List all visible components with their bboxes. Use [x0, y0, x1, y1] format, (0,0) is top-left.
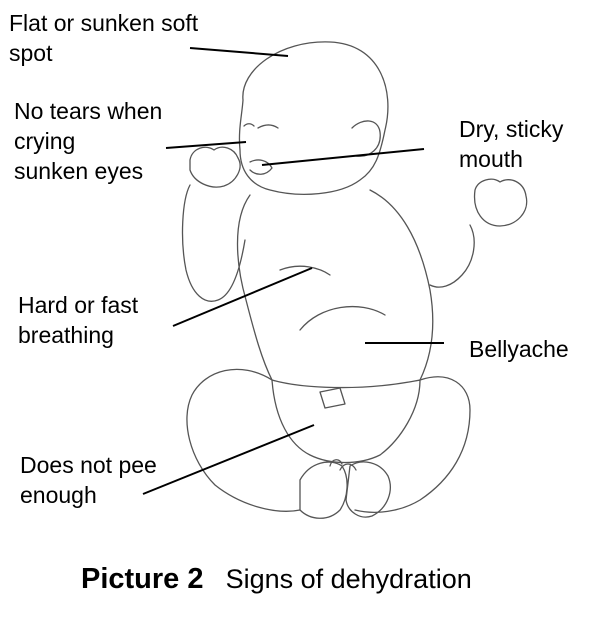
baby-diaper [271, 379, 421, 464]
label-tears-line-1: No tears when [14, 98, 163, 124]
baby-right-leg [354, 376, 471, 513]
baby-toes [329, 459, 357, 471]
label-bellyache-line-1: Bellyache [469, 336, 569, 362]
figure-caption: Picture 2 Signs of dehydration [81, 563, 472, 596]
label-breathing: Hard or fast breathing [18, 290, 138, 350]
baby-diaper-tab [319, 387, 346, 409]
label-pee-line-1: Does not pee [20, 452, 157, 478]
label-mouth-line-1: Dry, sticky [459, 116, 564, 142]
baby-mouth [249, 159, 273, 175]
pointer-pee [142, 424, 315, 495]
label-tears-line-3: sunken eyes [14, 158, 144, 184]
label-pee-line-2: enough [20, 482, 97, 508]
baby-left-leg [186, 368, 301, 512]
label-soft-spot-line-2: spot [9, 40, 53, 66]
label-breathing-line-2: breathing [18, 322, 114, 348]
baby-ear [351, 120, 381, 157]
label-mouth: Dry, sticky mouth [459, 114, 563, 174]
baby-right-foot [345, 461, 391, 518]
caption-text: Signs of dehydration [225, 564, 472, 594]
label-bellyache: Bellyache [469, 334, 569, 364]
baby-eye [257, 124, 279, 129]
label-soft-spot-line-1: Flat or sunken soft [9, 10, 199, 36]
baby-chest-fold [279, 265, 331, 276]
pointer-tears [165, 141, 247, 149]
label-tears: No tears when crying sunken eyes [14, 96, 162, 186]
label-mouth-line-2: mouth [459, 146, 523, 172]
label-soft-spot: Flat or sunken soft spot [9, 8, 198, 68]
baby-right-arm [429, 224, 475, 288]
caption-number: Picture 2 [81, 563, 204, 595]
baby-torso [236, 189, 434, 381]
baby-head [238, 41, 389, 195]
baby-belly-fold [299, 305, 386, 331]
label-breathing-line-1: Hard or fast [18, 292, 139, 318]
baby-right-fist [473, 178, 528, 227]
baby-left-arm [181, 184, 246, 302]
pointer-breathing [172, 267, 313, 327]
label-pee: Does not pee enough [20, 450, 157, 510]
pointer-soft-spot [189, 47, 289, 57]
baby-eye-2 [243, 123, 255, 127]
baby-left-fist [189, 146, 241, 188]
label-tears-line-2: crying [14, 128, 76, 154]
pointer-mouth [261, 148, 425, 166]
